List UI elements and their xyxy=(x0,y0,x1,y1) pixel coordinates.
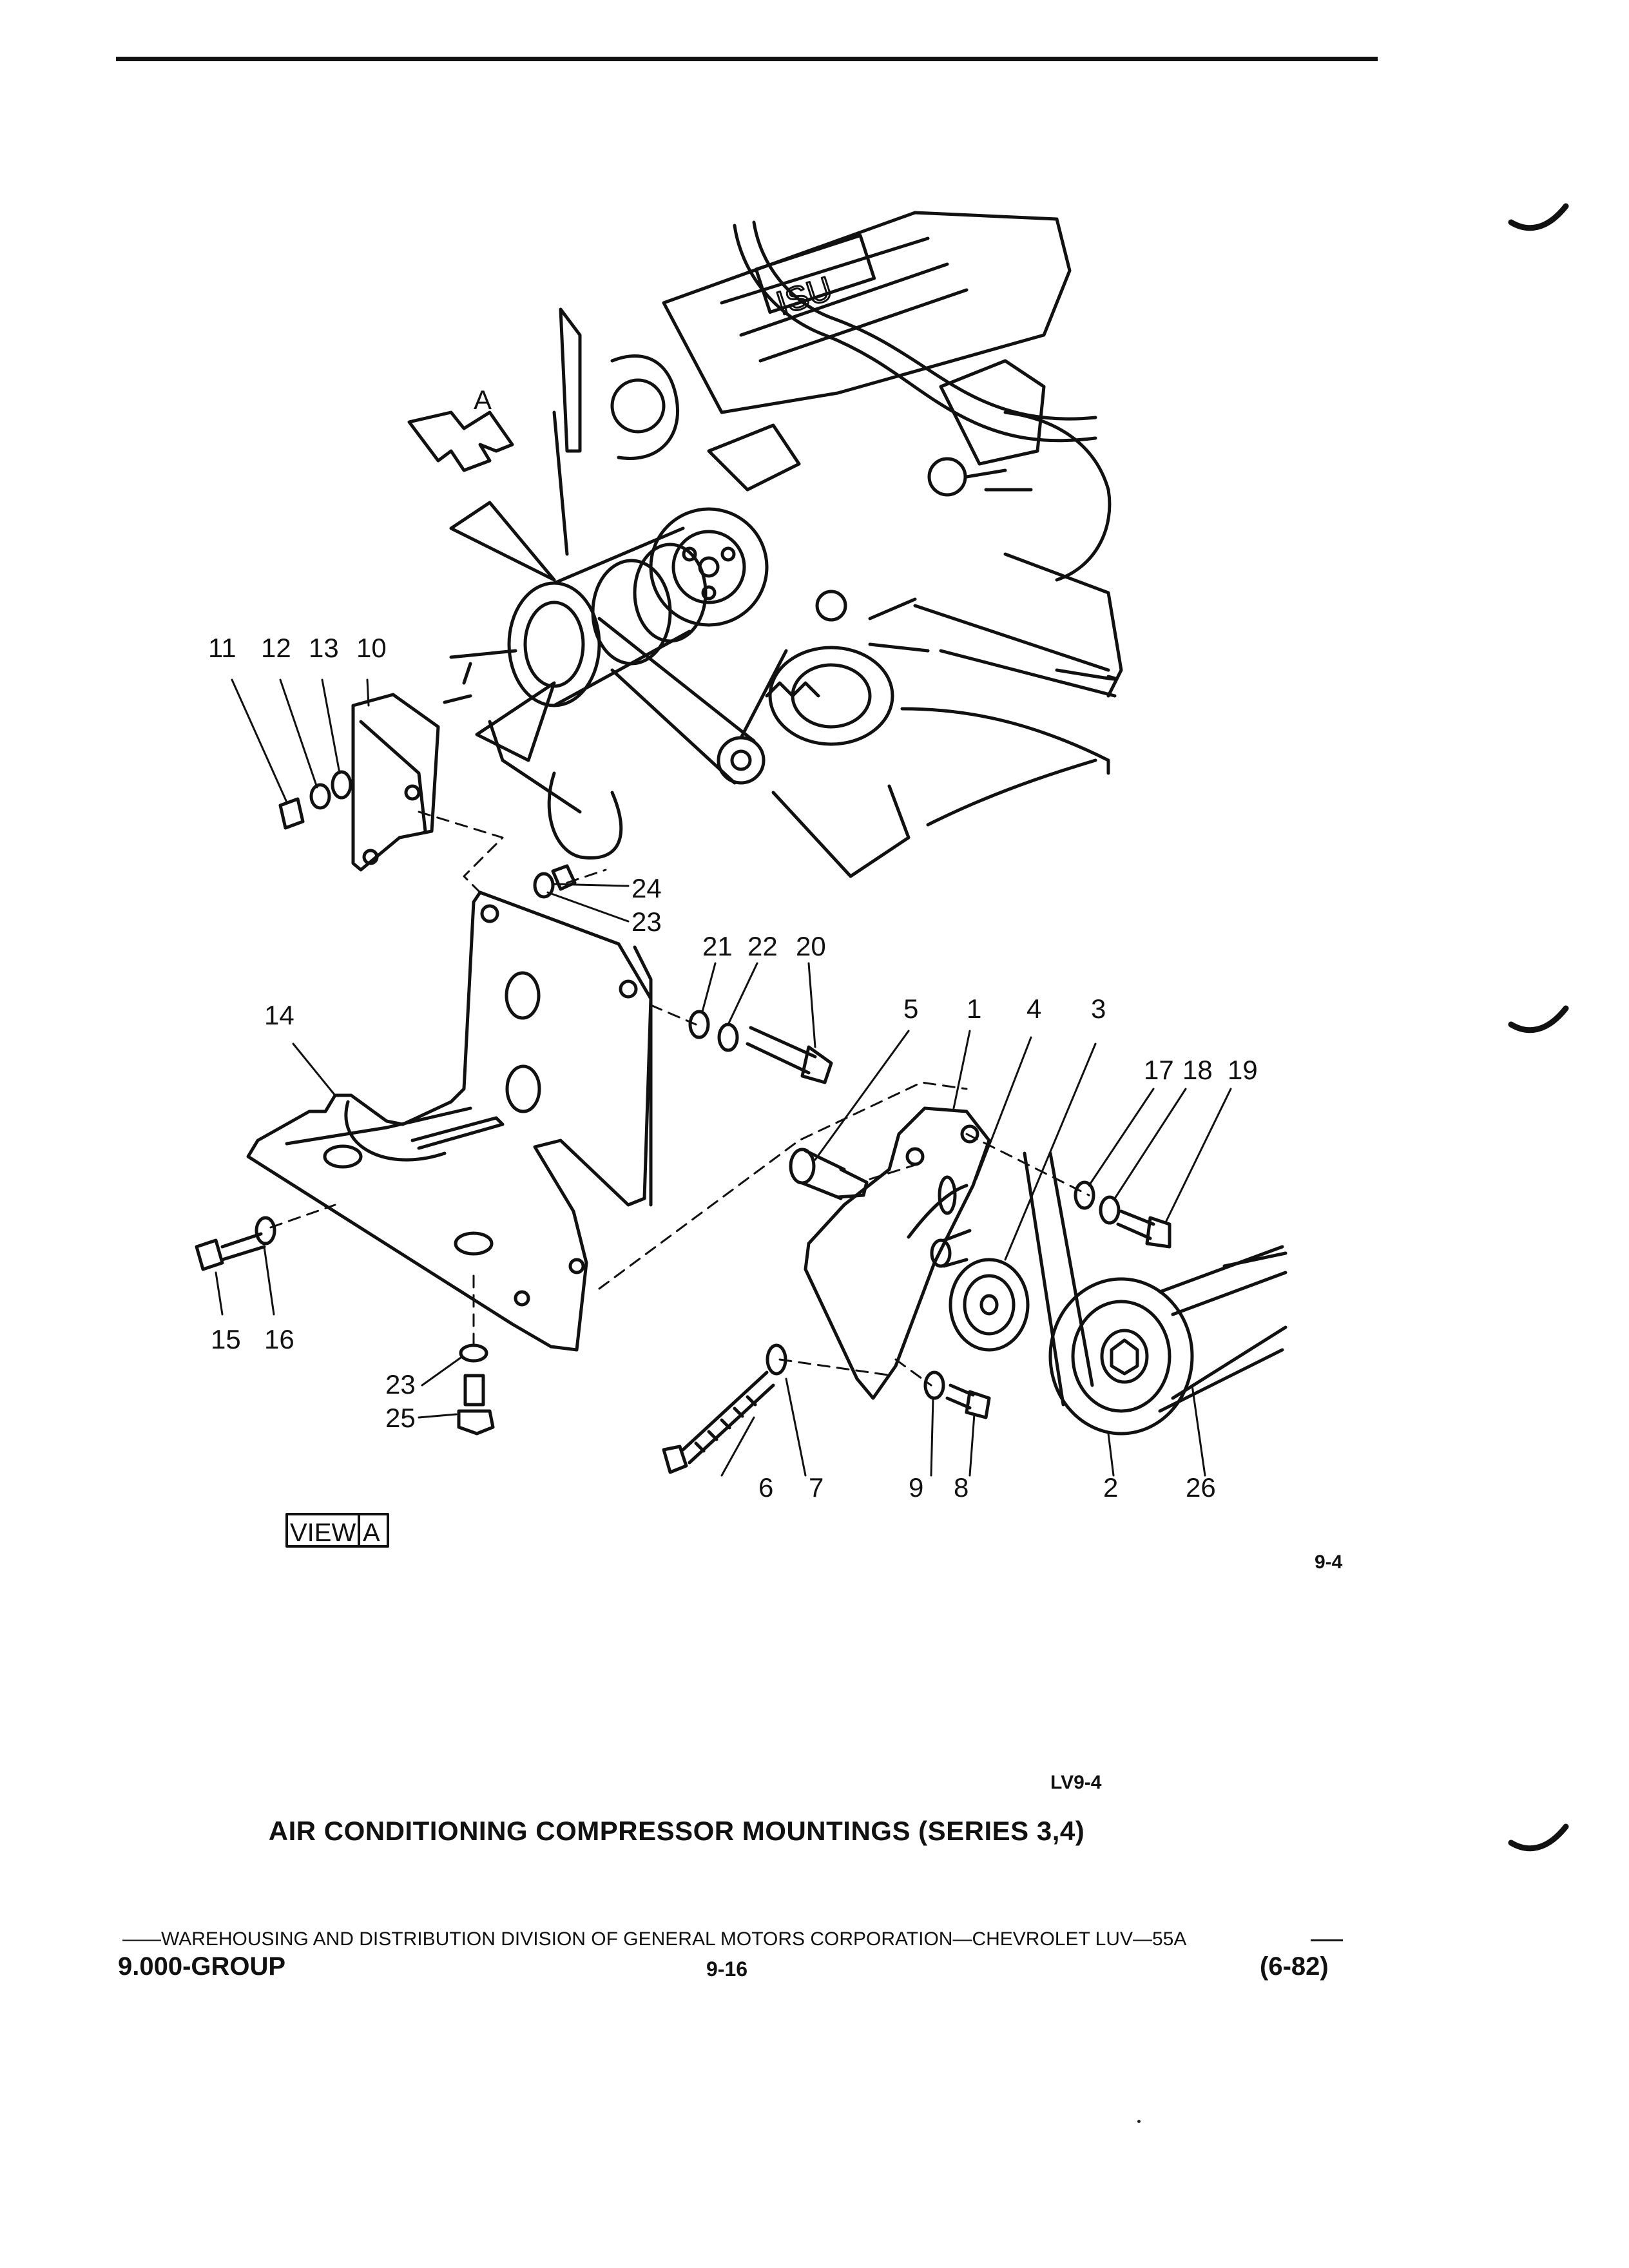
callout-5: 5 xyxy=(903,994,918,1024)
callout-23-top: 23 xyxy=(631,907,662,937)
top-rule xyxy=(116,57,1378,61)
part-2-26-pulley-belt xyxy=(1023,1151,1287,1436)
view-arrow: A xyxy=(407,385,514,472)
svg-text:VIEW: VIEW xyxy=(290,1519,356,1547)
illustration-code: LV9-4 xyxy=(1050,1772,1102,1793)
callout-13: 13 xyxy=(309,633,339,663)
callout-1: 1 xyxy=(967,994,981,1024)
callout-20: 20 xyxy=(796,931,826,961)
footer-date: (6-82) xyxy=(1260,1952,1329,1981)
callout-14: 14 xyxy=(264,1000,294,1030)
binder-mark-2 xyxy=(1508,1005,1569,1033)
footer-page-number: 9-16 xyxy=(706,1957,748,1981)
exploded-view-diagram: ISU xyxy=(195,211,1287,1548)
part-11-12-13-hardware xyxy=(278,770,352,830)
callout-12: 12 xyxy=(261,633,291,663)
callout-numbers: 11 12 13 10 24 23 21 22 20 14 5 1 4 3 17… xyxy=(208,633,1258,1503)
part-15-16-hardware xyxy=(195,1216,276,1271)
part-1-idler-bracket xyxy=(804,1106,991,1400)
footer-group: 9.000-GROUP xyxy=(118,1952,286,1981)
leader-lines xyxy=(215,678,1232,1477)
view-a-label: VIEW A xyxy=(285,1513,389,1548)
part-20-21-22-hardware xyxy=(688,1010,833,1084)
svg-text:A: A xyxy=(474,385,492,415)
callout-15: 15 xyxy=(211,1324,241,1354)
callout-16: 16 xyxy=(264,1324,294,1354)
callout-17: 17 xyxy=(1144,1055,1174,1085)
footer-publisher-line: ——WAREHOUSING AND DISTRIBUTION DIVISION … xyxy=(122,1928,1187,1950)
assembly-dash-lines xyxy=(269,811,1090,1387)
figure-caption: AIR CONDITIONING COMPRESSOR MOUNTINGS (S… xyxy=(268,1816,1085,1846)
part-23-25-hardware xyxy=(457,1343,495,1436)
part-17-18-19-hardware xyxy=(1074,1180,1171,1249)
part-8-9-hardware xyxy=(923,1370,991,1419)
callout-6: 6 xyxy=(758,1472,773,1503)
svg-text:A: A xyxy=(363,1519,380,1547)
part-23-24-hardware xyxy=(533,864,577,899)
callout-7: 7 xyxy=(809,1472,824,1503)
callout-25: 25 xyxy=(385,1403,416,1433)
callout-9: 9 xyxy=(909,1472,923,1503)
part-5-stud xyxy=(789,1148,869,1200)
figure-ref: 9-4 xyxy=(1315,1552,1343,1573)
callout-19: 19 xyxy=(1228,1055,1258,1085)
part-14-main-bracket xyxy=(246,890,653,1352)
callout-2: 2 xyxy=(1103,1472,1118,1503)
scan-speck xyxy=(1137,2120,1141,2123)
callout-18: 18 xyxy=(1182,1055,1213,1085)
callout-23-bottom: 23 xyxy=(385,1369,416,1399)
callout-26: 26 xyxy=(1186,1472,1216,1503)
footer-dash xyxy=(1311,1939,1343,1941)
part-6-7-hardware xyxy=(662,1343,787,1474)
part-3-4-pulley xyxy=(930,1229,1030,1352)
binder-mark-1 xyxy=(1508,203,1569,231)
callout-10: 10 xyxy=(356,633,387,663)
callout-21: 21 xyxy=(702,931,733,961)
callout-4: 4 xyxy=(1027,994,1041,1024)
callout-24: 24 xyxy=(631,873,662,903)
part-10-bracket xyxy=(351,693,440,872)
callout-22: 22 xyxy=(747,931,778,961)
callout-11: 11 xyxy=(208,633,236,663)
engine-assembly: ISU xyxy=(443,211,1123,878)
binder-mark-3 xyxy=(1508,1823,1569,1852)
callout-3: 3 xyxy=(1091,994,1106,1024)
callout-8: 8 xyxy=(954,1472,969,1503)
